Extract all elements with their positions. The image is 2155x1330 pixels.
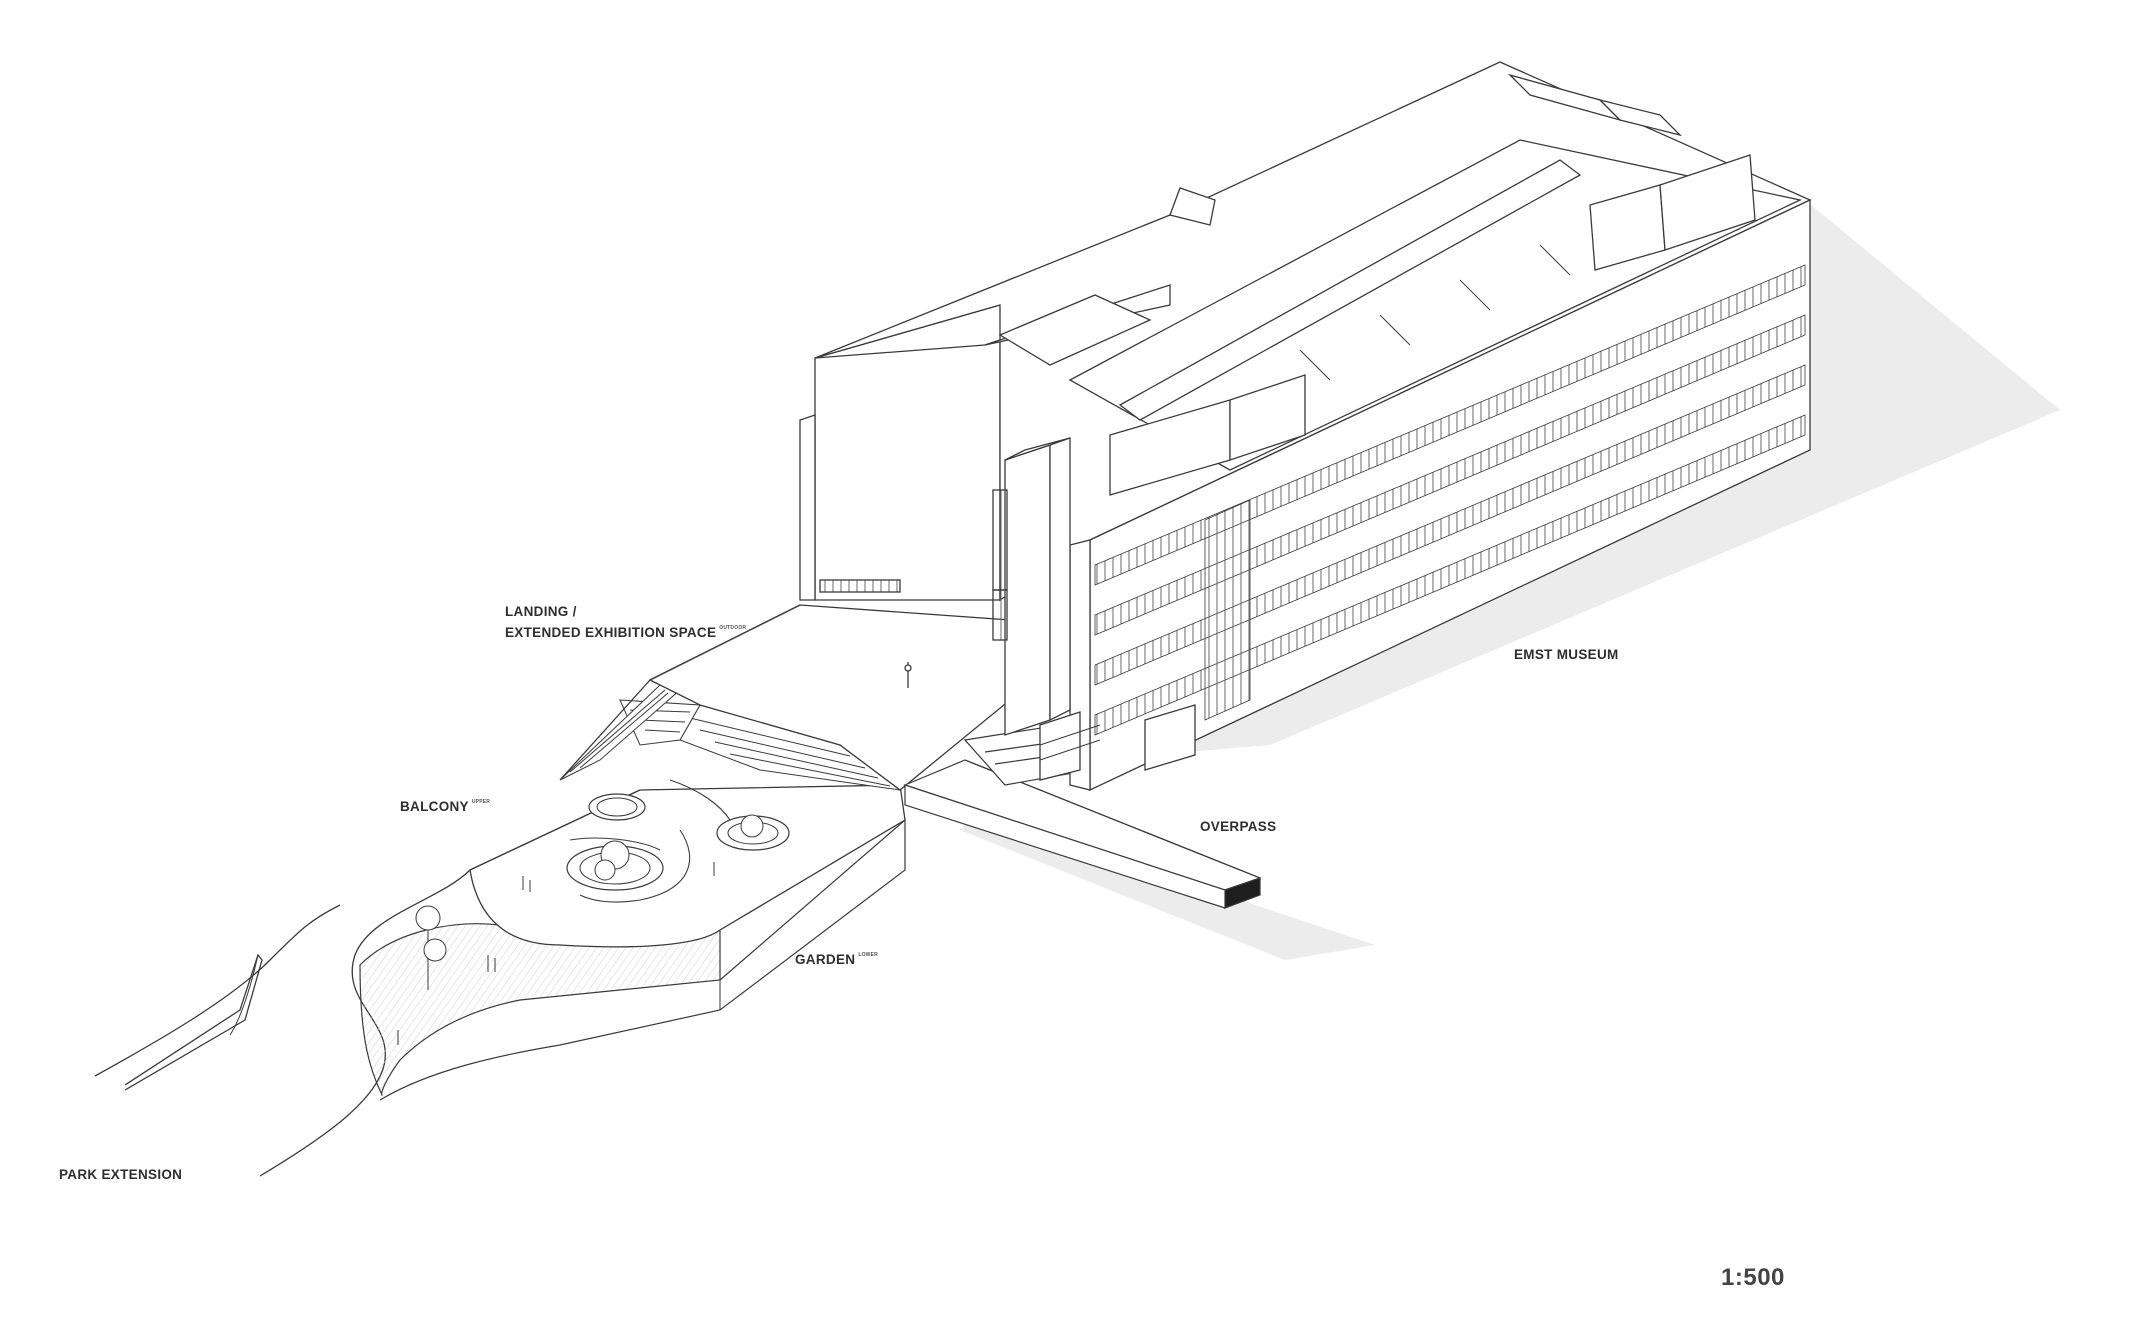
label-emst-museum: EMST MUSEUM bbox=[1514, 647, 1619, 662]
emst-building bbox=[799, 61, 1812, 792]
label-overpass: OVERPASS bbox=[1200, 819, 1277, 834]
terrace-stairs bbox=[559, 684, 901, 791]
label-garden-sup: LOWER bbox=[858, 952, 878, 958]
label-balcony-text: BALCONY bbox=[400, 799, 469, 814]
label-balcony-sup: UPPER bbox=[471, 799, 491, 805]
label-garden-text: GARDEN bbox=[795, 952, 856, 967]
label-landing-line1: LANDING / bbox=[505, 604, 577, 619]
lower-garden bbox=[359, 818, 906, 1101]
landing-plaza bbox=[559, 604, 1011, 791]
balcony-terrace bbox=[469, 779, 906, 948]
label-landing-line2: EXTENDED EXHIBITION SPACE bbox=[505, 625, 717, 640]
label-park-extension: PARK EXTENSION bbox=[59, 1167, 183, 1182]
scale-label: 1:500 bbox=[1721, 1264, 1785, 1291]
label-landing-sup: OUTDOOR bbox=[719, 625, 747, 631]
